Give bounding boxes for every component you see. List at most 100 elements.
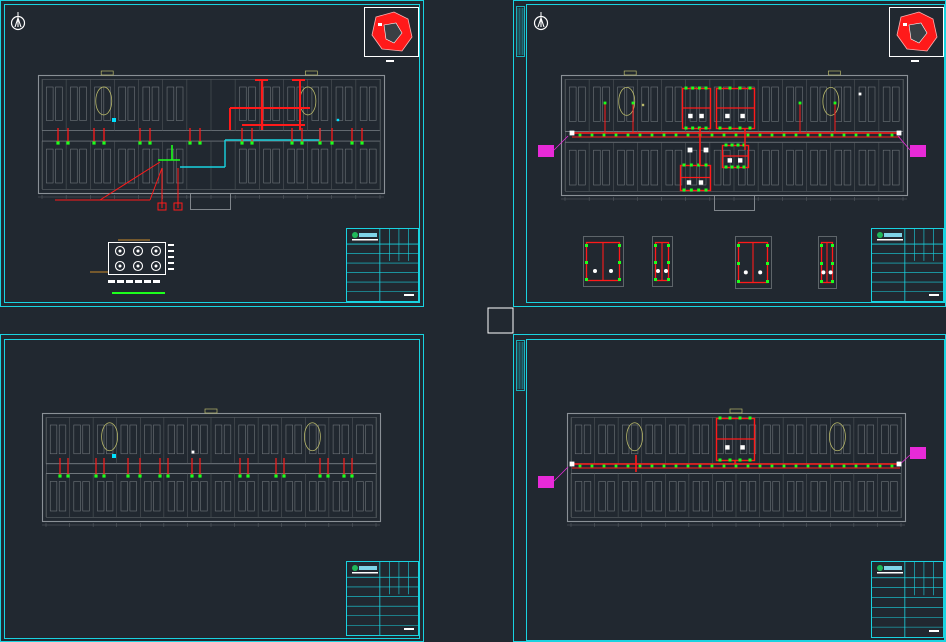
- lab-bench: [49, 424, 58, 455]
- lab-bench: [713, 86, 722, 122]
- pipe-tag: [910, 447, 926, 459]
- lab-bench: [772, 424, 780, 455]
- legend-label: [117, 280, 124, 283]
- pipe-hanger: [722, 133, 726, 137]
- fixture-symbol: [699, 113, 704, 119]
- room-outline: [583, 236, 624, 287]
- pipe-hanger: [806, 133, 810, 137]
- device-marker: [585, 278, 588, 281]
- pipe-hanger: [626, 133, 630, 137]
- lab-bench: [786, 86, 794, 122]
- lab-bench: [175, 86, 184, 121]
- sprinkler-head: [126, 474, 130, 478]
- lab-bench: [94, 148, 102, 184]
- lab-bench: [892, 86, 900, 122]
- lab-bench: [369, 148, 377, 184]
- sprinkler-head: [282, 474, 286, 478]
- key-plan-caption: [911, 60, 919, 62]
- pipe-hanger: [590, 464, 594, 468]
- pipe-hanger: [866, 133, 870, 137]
- lab-bench: [786, 149, 794, 186]
- lab-bench: [598, 424, 606, 455]
- lab-bench: [631, 424, 639, 455]
- lab-bench: [191, 481, 199, 512]
- lab-bench: [94, 86, 102, 121]
- lab-bench: [650, 149, 659, 186]
- column-grid-tag: [729, 408, 743, 414]
- lab-bench: [650, 86, 659, 122]
- lab-bench: [294, 481, 302, 512]
- device-marker: [736, 165, 740, 169]
- binding-strip: [516, 340, 525, 391]
- building-inner-wall: [46, 417, 377, 518]
- lab-bench: [272, 148, 280, 184]
- pump-hub: [136, 249, 140, 253]
- device-marker: [654, 278, 657, 281]
- viewport-crosshair-box[interactable]: [487, 307, 514, 334]
- column-grid-tag: [623, 70, 637, 76]
- company-logo: [352, 232, 358, 238]
- device-marker: [820, 262, 823, 265]
- lab-bench: [97, 481, 105, 512]
- enlarged-room-detail: [652, 236, 673, 287]
- key-plan-thumbnail: [364, 7, 419, 62]
- lab-bench: [103, 148, 111, 184]
- pipe-hanger: [830, 133, 834, 137]
- sprinkler-head: [102, 474, 106, 478]
- lab-bench: [882, 86, 891, 122]
- sprinkler-head: [166, 474, 170, 478]
- legend-label: [135, 280, 142, 283]
- lab-bench: [843, 86, 852, 122]
- lab-bench: [223, 481, 232, 512]
- tag-leader: [553, 466, 569, 482]
- sheet-inner-border: [526, 339, 945, 641]
- lab-bench: [296, 148, 305, 184]
- lab-bench: [698, 149, 707, 186]
- fixture-symbol: [687, 147, 693, 153]
- pipe-hanger: [818, 133, 822, 137]
- lab-bench: [819, 86, 828, 122]
- fixture-symbol: [656, 269, 660, 273]
- lab-bench: [70, 148, 78, 184]
- lab-bench: [617, 86, 625, 122]
- legend-label: [126, 280, 133, 283]
- device-marker: [191, 450, 195, 454]
- device-marker: [724, 165, 728, 169]
- lab-bench: [287, 148, 295, 184]
- company-name: [359, 233, 377, 237]
- device-marker: [603, 101, 607, 105]
- lab-bench: [645, 424, 653, 455]
- north-arrow-pointer: [537, 16, 545, 28]
- sprinkler-head: [246, 474, 250, 478]
- callout-tag: [168, 256, 174, 258]
- piping-systems: [55, 79, 926, 488]
- pump-hub: [136, 264, 140, 268]
- lab-bench: [248, 148, 256, 184]
- lab-bench: [332, 481, 341, 512]
- drain-line: [99, 161, 161, 201]
- pipe-hanger: [578, 464, 582, 468]
- lab-bench: [248, 86, 256, 121]
- pipe-hanger: [794, 133, 798, 137]
- device-marker: [748, 86, 752, 90]
- pipe-hanger: [710, 133, 714, 137]
- lab-bench: [294, 424, 302, 455]
- lab-bench: [311, 86, 319, 121]
- device-marker: [618, 278, 621, 281]
- pipe-tag: [538, 476, 554, 488]
- lab-bench: [359, 86, 368, 121]
- lab-bench: [153, 424, 161, 455]
- device-marker: [820, 280, 823, 283]
- column-grid-tag: [100, 70, 114, 76]
- lab-bench: [118, 86, 126, 121]
- lab-bench: [716, 481, 724, 512]
- pipe-hanger: [638, 133, 642, 137]
- lab-bench: [82, 481, 90, 512]
- pipe-hanger: [890, 464, 894, 468]
- pump-symbol: [114, 245, 126, 257]
- column-grid-tag: [204, 408, 218, 414]
- pump-symbol: [150, 260, 162, 272]
- device-marker: [737, 244, 740, 247]
